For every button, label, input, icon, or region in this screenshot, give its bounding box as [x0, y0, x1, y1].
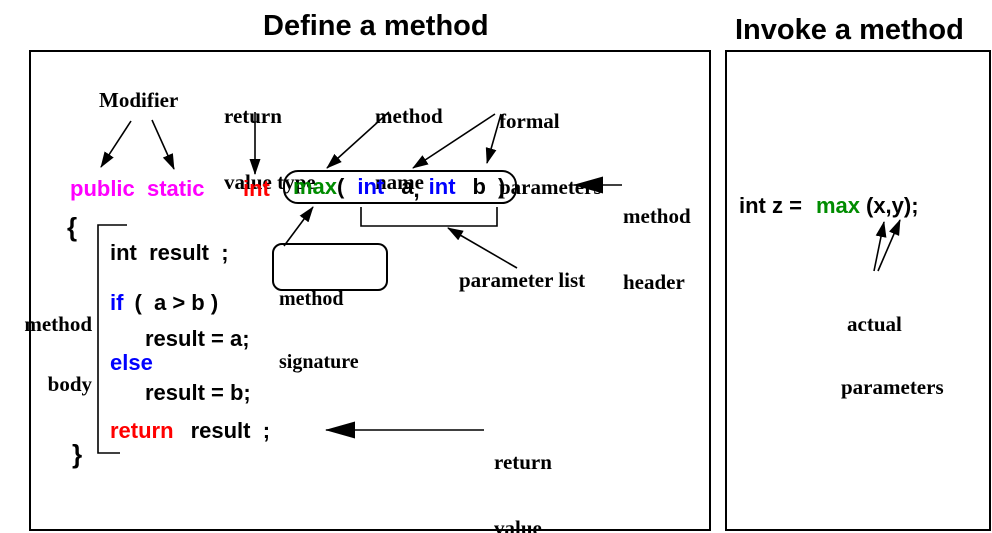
code-param2-type: int	[428, 174, 456, 199]
code-then-statement: result = a;	[145, 326, 250, 351]
code-method-name: max	[293, 174, 338, 199]
code-return-keyword: return	[110, 418, 174, 443]
code-param1-name: a	[401, 174, 414, 199]
method-header-label: method header	[623, 204, 691, 294]
invoke-panel	[725, 50, 991, 531]
code-else-statement: result = b;	[145, 380, 251, 405]
invoke-prefix: int z =	[739, 193, 802, 218]
method-header-box: max ( int a , int b )	[283, 170, 517, 204]
code-declaration: int result ;	[110, 240, 229, 265]
code-open-brace: {	[67, 212, 78, 242]
code-if-keyword: if	[110, 290, 124, 315]
return-value-label: return value	[494, 450, 552, 533]
code-if-condition: ( a > b )	[134, 290, 219, 315]
invoke-arguments: (x,y);	[866, 193, 919, 218]
parameter-list-label: parameter list	[459, 268, 586, 292]
code-return-statement: result ;	[190, 418, 271, 443]
code-invocation: int z = max(x,y);	[739, 193, 919, 219]
invoke-method-name: max	[815, 193, 860, 218]
code-return-line: return result ;	[110, 418, 270, 444]
code-param1-type: int	[357, 174, 385, 199]
define-panel	[29, 50, 711, 531]
code-close-brace: }	[72, 439, 83, 469]
define-method-title: Define a method	[263, 10, 489, 42]
method-body-label: method body	[24, 312, 92, 396]
formal-parameters-label: formal parameters	[499, 109, 602, 199]
code-modifiers: public static	[70, 176, 205, 201]
code-comma: ,	[413, 177, 420, 202]
method-name-label: method name	[375, 104, 443, 194]
code-paren-open: (	[337, 174, 345, 199]
invoke-method-title: Invoke a method	[735, 14, 964, 46]
code-return-type: int	[243, 176, 270, 201]
actual-parameters-label: actual parameters	[841, 312, 944, 399]
method-signature-label: method signature	[272, 243, 388, 373]
modifier-label: Modifier	[99, 88, 179, 112]
code-param2-name: b	[472, 174, 486, 199]
code-paren-close: )	[497, 174, 506, 199]
code-else-keyword: else	[110, 350, 153, 375]
return-value-type-label: return value type	[224, 104, 316, 194]
code-if-line: if ( a > b )	[110, 290, 218, 316]
